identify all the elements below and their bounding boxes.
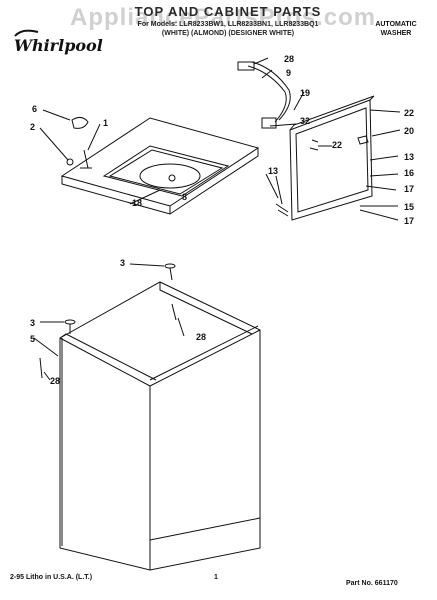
lid-screws: [309, 139, 319, 151]
hinge-screw: [80, 149, 92, 169]
callout-17: 17: [404, 216, 414, 226]
lid-switch-harness: [237, 61, 291, 129]
product-type-label: AUTOMATIC WASHER: [375, 21, 417, 37]
callout-9: 9: [286, 68, 291, 78]
callout-8: 8: [182, 192, 187, 202]
callout-28: 28: [196, 332, 206, 342]
watermark-text: AppliancePartsPros.com: [70, 4, 377, 31]
page-number: 1: [214, 574, 218, 581]
callout-3: 3: [120, 258, 125, 268]
diagram-title: TOP AND CABINET PARTS: [134, 4, 322, 19]
model-list: For Models: LLR8233BW1, LLR8233BN1, LLR8…: [118, 20, 338, 38]
top-bumper: [66, 158, 74, 166]
callout-13: 13: [268, 166, 278, 176]
print-info: 2-95 Litho in U.S.A. (L.T.): [10, 574, 93, 581]
callout-20: 20: [404, 126, 414, 136]
callout-labels: 6 2 1 28 9 19 32 22 20 13 16 17 15 17 22…: [30, 54, 414, 386]
callout-6: 6: [32, 104, 37, 114]
callout-32: 32: [300, 116, 310, 126]
model-numbers: For Models: LLR8233BW1, LLR8233BN1, LLR8…: [137, 21, 319, 28]
callout-5: 5: [30, 334, 35, 344]
washer-cabinet: [59, 281, 261, 571]
brand-swoosh-icon: [14, 29, 39, 37]
lid-bumper-20: [357, 135, 369, 145]
callout-3: 3: [30, 318, 35, 328]
callout-2: 2: [30, 122, 35, 132]
washer-lid: [289, 95, 375, 221]
lid-screw-8: [168, 174, 176, 182]
cabinet-screw-28: [171, 303, 177, 321]
callout-1: 1: [103, 118, 108, 128]
callout-15: 15: [404, 202, 414, 212]
callout-18: 18: [132, 198, 142, 208]
callout-28: 28: [50, 376, 60, 386]
callout-19: 19: [300, 88, 310, 98]
cabinet-screw-3: [169, 267, 173, 281]
color-variants: (WHITE) (ALMOND) (DESIGNER WHITE): [161, 30, 295, 37]
hinge-part: [71, 116, 89, 129]
hinge-screws-13: [275, 203, 289, 217]
cabinet-screw-28b: [39, 357, 43, 379]
callout-16: 16: [404, 168, 414, 178]
callout-22: 22: [404, 108, 414, 118]
callout-22: 22: [332, 140, 342, 150]
callout-13: 13: [404, 152, 414, 162]
part-number: Part No. 661170: [346, 580, 398, 587]
callout-28: 28: [284, 54, 294, 64]
callout-17: 17: [404, 184, 414, 194]
washer-top-panel: [60, 117, 260, 215]
brand-logo: Whirlpool: [14, 36, 103, 55]
